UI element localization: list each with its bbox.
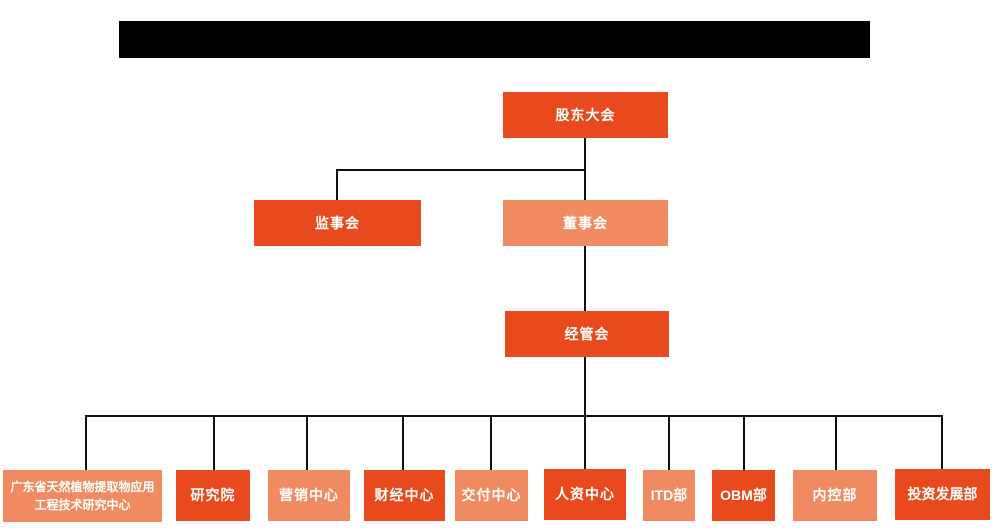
connector-line <box>584 246 586 311</box>
org-node-board-of-directors: 董事会 <box>503 200 668 246</box>
connector-line <box>336 169 586 171</box>
org-node-hr-center: 人资中心 <box>544 469 626 520</box>
org-node-itd-dept: ITD部 <box>643 470 695 521</box>
connector-line <box>835 417 837 470</box>
connector-line <box>306 417 308 470</box>
org-node-shareholders-meeting: 股东大会 <box>503 92 668 138</box>
org-node-delivery-center: 交付中心 <box>455 470 528 521</box>
org-node-obm-dept: OBM部 <box>712 470 775 521</box>
org-node-supervisory-board: 监事会 <box>254 200 421 246</box>
org-node-research-institute: 研究院 <box>176 470 250 521</box>
connector-line <box>402 417 404 470</box>
org-node-internal-control-dept: 内控部 <box>793 470 877 521</box>
org-node-finance-center: 财经中心 <box>364 470 445 521</box>
connector-line <box>85 415 943 417</box>
connector-line <box>743 417 745 470</box>
connector-line <box>213 417 215 470</box>
org-node-management-committee: 经管会 <box>505 311 669 357</box>
redacted-title-bar <box>119 21 870 58</box>
connector-line <box>490 417 492 470</box>
org-node-research-center: 广东省天然植物提取物应用工程技术研究中心 <box>3 470 162 522</box>
connector-line <box>85 417 87 470</box>
connector-line <box>668 417 670 470</box>
connector-line <box>336 171 338 200</box>
connector-line <box>941 417 943 469</box>
connector-line <box>584 357 586 415</box>
connector-line <box>584 138 586 170</box>
org-node-investment-development-dept: 投资发展部 <box>895 469 990 520</box>
org-node-marketing-center: 营销中心 <box>268 470 350 521</box>
connector-line <box>584 417 586 469</box>
connector-line <box>584 171 586 200</box>
